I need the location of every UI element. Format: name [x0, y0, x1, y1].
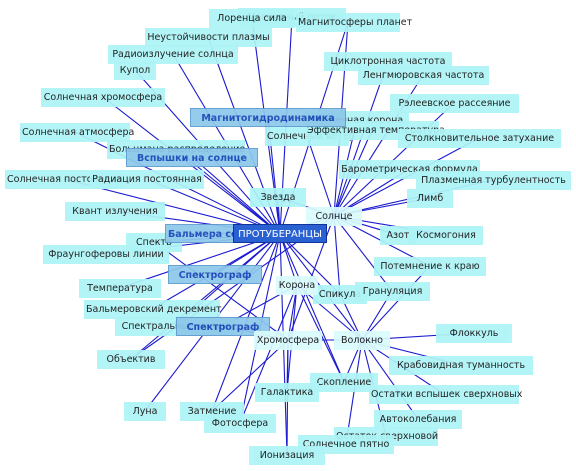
link-edge	[191, 156, 281, 235]
node-term[interactable]: Потемнение к краю	[374, 257, 486, 276]
link-edge	[211, 339, 289, 412]
node-term[interactable]: Плазменная турбулентность	[416, 171, 571, 190]
node-term[interactable]: Космогония	[409, 226, 483, 245]
node-term[interactable]: Объектив	[97, 350, 165, 369]
node-term[interactable]: Солнечная хромосфера	[41, 88, 165, 107]
node-term[interactable]: Ионизация	[249, 446, 325, 465]
node-term[interactable]: Солнечная атмосфера	[20, 123, 134, 142]
node-term[interactable]: Луна	[124, 402, 166, 421]
node-term[interactable]: Магнитосферы планет	[296, 13, 412, 32]
node-hub-filament[interactable]: Волокно	[334, 331, 390, 350]
node-term[interactable]: Автоколебания	[374, 410, 462, 429]
node-term[interactable]: Крабовидная туманность	[389, 356, 533, 375]
link-edge	[130, 233, 281, 360]
node-term[interactable]: Бальмеровский декремент	[84, 300, 222, 319]
node-term[interactable]: Купол	[114, 61, 156, 80]
node-term[interactable]: Лимб	[407, 189, 453, 208]
link-edge	[279, 233, 345, 383]
node-term[interactable]: Квант излучения	[65, 202, 165, 221]
node-subtopic-spectrograph[interactable]: Спектрограф	[176, 317, 270, 336]
link-edge	[306, 135, 335, 217]
node-term[interactable]: Столкновительное затухание	[398, 129, 561, 148]
node-term[interactable]: Температура	[79, 279, 161, 298]
link-edge	[361, 339, 419, 420]
node-center-prominences[interactable]: ПРОТУБЕРАНЦЫ	[233, 224, 327, 243]
node-hub-corona[interactable]: Корона	[276, 276, 318, 295]
node-term[interactable]: Азот	[380, 226, 416, 245]
link-edge	[279, 233, 341, 295]
node-hub-sun[interactable]: Солнце	[306, 207, 362, 226]
link-edge	[333, 215, 393, 292]
link-edge	[239, 284, 298, 424]
node-term[interactable]: Радиоизлучение солнца	[108, 45, 238, 64]
node-term[interactable]: Флоккуль	[436, 324, 512, 343]
node-term[interactable]: Лоренца сила	[209, 9, 295, 28]
node-subtopic-solar-flares[interactable]: Вспышки на солнце	[126, 148, 258, 167]
node-subtopic-magnetohydrodynamics[interactable]: Магнитогидродинамика	[190, 108, 346, 127]
node-term[interactable]: Звезда	[250, 188, 306, 207]
node-term[interactable]: Рэлеевское рассеяние	[390, 94, 519, 113]
link-edge	[361, 265, 431, 341]
link-edge	[333, 215, 341, 295]
node-term[interactable]: Ленгмюровская частота	[358, 66, 489, 85]
node-subtopic-spectrograph[interactable]: Спектрограф	[168, 265, 262, 284]
link-edge	[345, 339, 363, 445]
node-term[interactable]: Неустойчивости плазмы	[145, 28, 272, 47]
node-term[interactable]: Радиация постоянная	[90, 170, 204, 189]
node-term[interactable]: Спикула	[313, 285, 367, 304]
node-term[interactable]: Остатки вспышек сверхновых	[369, 385, 522, 404]
node-term[interactable]: Грануляция	[355, 282, 430, 301]
node-term[interactable]: Скопление	[310, 373, 378, 392]
node-term[interactable]: Фотосфера	[204, 414, 276, 433]
node-term[interactable]: Фраунгоферовы линии	[43, 245, 169, 264]
node-hub-chromosphere[interactable]: Хромосфера	[254, 331, 322, 350]
node-term[interactable]: Галактика	[255, 383, 319, 402]
